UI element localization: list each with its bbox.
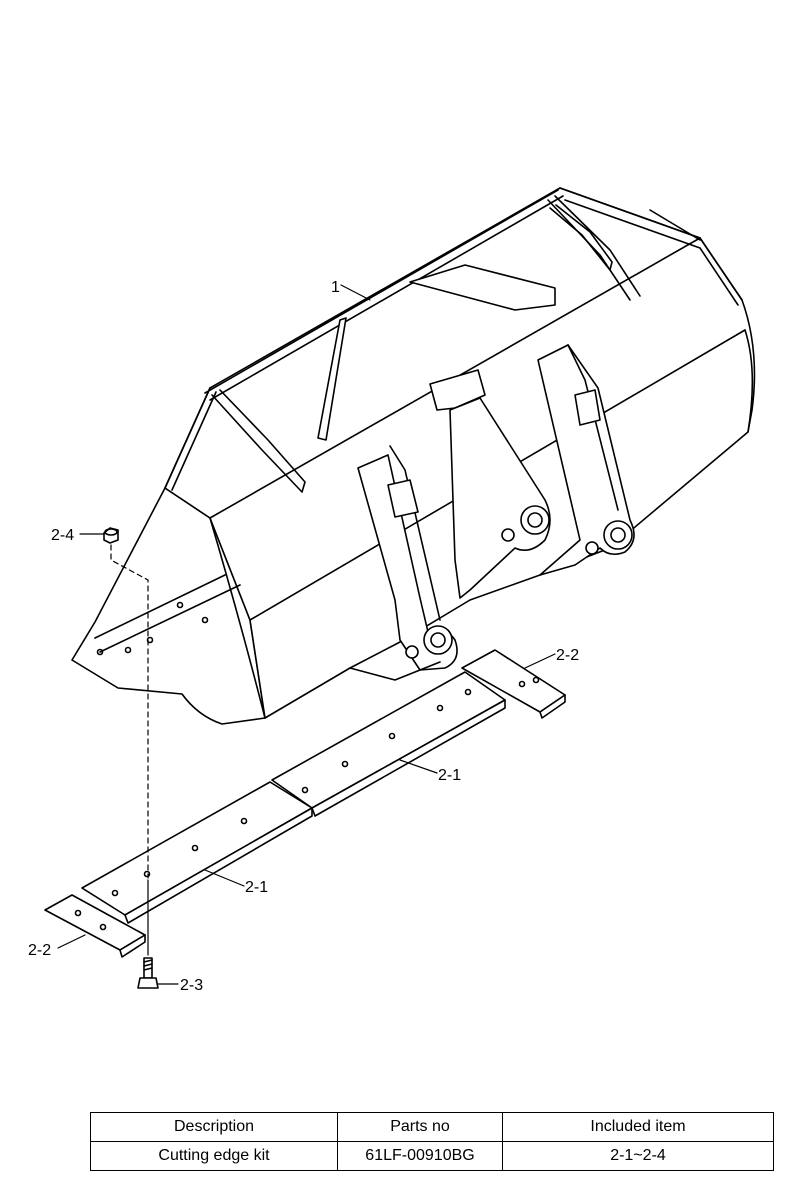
bucket-top-wear-plate [409,264,556,311]
header-parts-no: Parts no [337,1112,503,1142]
cutting-edge-right [271,671,506,817]
callout-1: 1 [331,279,340,296]
callout-2-3: 2-3 [180,977,203,994]
callout-2-4: 2-4 [51,527,74,544]
callout-2-1-left: 2-1 [245,879,268,896]
leader-lines [57,284,556,985]
header-description: Description [90,1112,338,1142]
parts-table: Description Parts no Included item Cutti… [90,1112,774,1171]
parts-table-header-row: Description Parts no Included item [90,1112,774,1142]
hinge-ear-left [349,445,458,681]
cutting-edge-left [81,781,313,924]
hinge-ear-center [429,369,551,599]
exploded-parts-drawing: 1 2-4 2-2 2-1 2-1 2-2 2-3 [28,187,756,994]
bucket [71,187,756,725]
assembly-line [110,544,149,879]
nut [103,527,119,544]
cell-description: Cutting edge kit [90,1141,338,1171]
table-row: Cutting edge kit 61LF-00910BG 2-1~2-4 [90,1141,774,1171]
end-bit-right [461,649,566,719]
callout-2-1-right: 2-1 [438,767,461,784]
bolt [137,957,159,989]
cell-parts-no: 61LF-00910BG [337,1141,503,1171]
callout-2-2-right: 2-2 [556,647,579,664]
hinge-ear-right [537,344,635,576]
callout-2-2-left: 2-2 [28,942,51,959]
cell-included-item: 2-1~2-4 [502,1141,774,1171]
end-bit-left [44,894,146,958]
header-included-item: Included item [502,1112,774,1142]
